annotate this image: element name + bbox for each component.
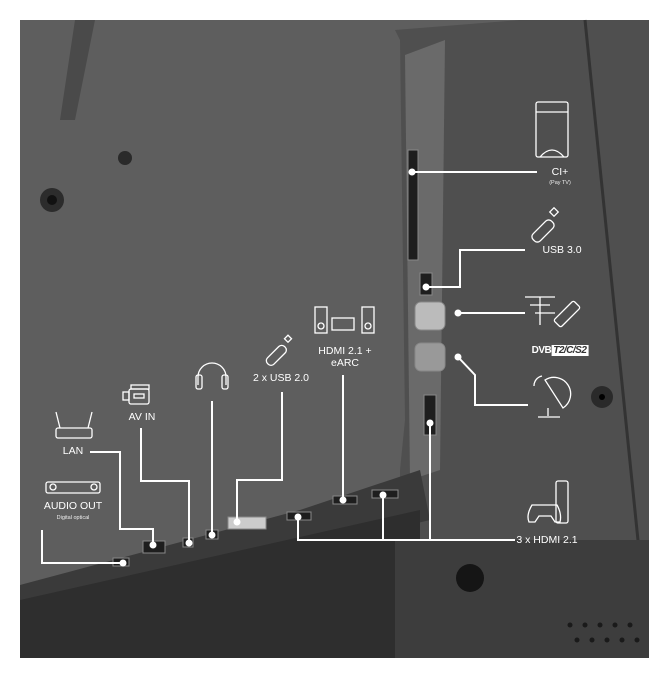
soundbar-speakers-icon xyxy=(314,306,375,334)
audio-out-sublabel: Digital optical xyxy=(56,515,90,521)
ci-card-icon xyxy=(535,101,569,158)
ci-label: CI+ xyxy=(551,166,569,178)
ci-sublabel: (Pay TV) xyxy=(549,180,571,186)
usb-stick-icon xyxy=(531,206,560,243)
bottom-bezel xyxy=(20,510,420,658)
usb3-label: USB 3.0 xyxy=(542,244,582,256)
avin-label: AV IN xyxy=(128,411,156,423)
game-console-icon xyxy=(527,480,569,524)
bottom-port-strip xyxy=(20,470,430,610)
vent-holes xyxy=(567,622,640,643)
satellite-dish-icon xyxy=(533,375,572,418)
usb-stick-icon xyxy=(265,334,293,367)
headphones-icon xyxy=(195,362,229,390)
audio-out-label: AUDIO OUT xyxy=(43,500,103,512)
stand-leg xyxy=(60,20,95,120)
screw-hole xyxy=(118,151,132,165)
optical-audio-icon xyxy=(45,481,101,494)
usb2-label: 2 x USB 2.0 xyxy=(252,372,310,384)
antenna-cable-icon xyxy=(525,296,581,328)
callout-lines xyxy=(41,171,537,564)
side-port-housing xyxy=(395,20,649,658)
antenna-port xyxy=(414,301,446,331)
ci-slot xyxy=(407,149,419,261)
callout-dots xyxy=(119,168,462,567)
camcorder-icon xyxy=(122,384,150,405)
satellite-port xyxy=(414,342,446,372)
router-icon xyxy=(55,411,93,439)
lan-label: LAN xyxy=(62,445,84,457)
earc-label-line2: eARC xyxy=(330,357,360,369)
earc-label-line1: HDMI 2.1 + xyxy=(318,345,372,357)
mount-hole xyxy=(456,564,484,592)
hdmi-label: 3 x HDMI 2.1 xyxy=(516,534,578,546)
